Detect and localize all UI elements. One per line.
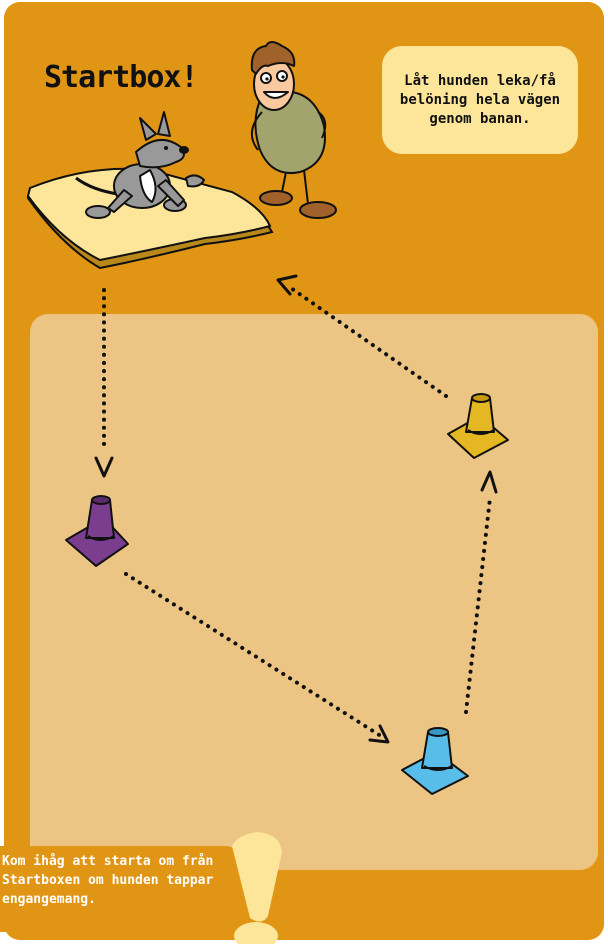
arrow-left-icon	[276, 274, 298, 296]
path-arrowheads	[94, 274, 498, 744]
person-icon	[250, 41, 337, 219]
path-blue-to-yellow	[464, 496, 492, 714]
dog-icon	[75, 111, 205, 219]
reward-bubble: Låt hunden leka/få belöning hela vägen g…	[382, 46, 578, 154]
startbox-title: Startbox!	[44, 60, 199, 95]
course-path	[102, 284, 492, 740]
path-purple-to-blue	[124, 572, 386, 740]
arrow-up-icon	[480, 470, 498, 494]
path-yellow-to-start	[286, 284, 448, 398]
arrow-right-icon	[368, 724, 390, 744]
arrow-down-icon	[94, 456, 114, 478]
start-mat	[26, 167, 274, 270]
reminder-note	[0, 846, 240, 932]
reward-bubble-text: Låt hunden leka/få belöning hela vägen g…	[399, 72, 561, 127]
reminder-note-text: Kom ihåg att starta om från Startboxen o…	[2, 854, 214, 907]
cone-yellow-icon	[447, 393, 509, 459]
course-field	[30, 314, 598, 870]
exclamation-icon	[232, 832, 282, 944]
cone-purple-icon	[65, 495, 129, 567]
cone-blue-icon	[401, 727, 469, 795]
